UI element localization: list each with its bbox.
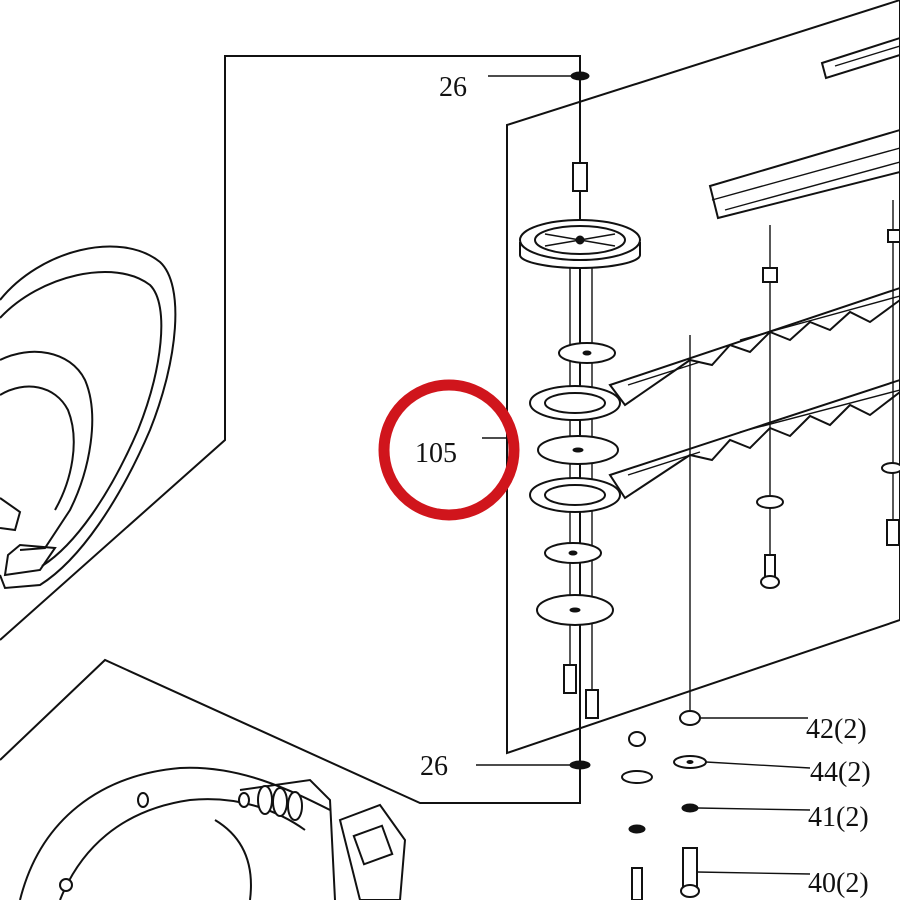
label-105: 105 (415, 438, 457, 469)
leader-lines (476, 75, 811, 875)
front-handle (19, 766, 407, 900)
label-40: 40(2) (808, 868, 869, 899)
cutter-blades (608, 286, 900, 500)
label-42: 42(2) (806, 714, 867, 745)
highlight-circle (378, 379, 520, 521)
label-41: 41(2) (808, 802, 869, 833)
label-26-bottom: 26 (420, 751, 448, 782)
gear-shaft-stack (519, 71, 641, 770)
right-bolts (689, 200, 900, 715)
rear-handle-guard (0, 245, 177, 590)
lower-hardware (621, 710, 707, 900)
blade-bars (708, 36, 900, 220)
label-26-top: 26 (439, 72, 467, 103)
label-44: 44(2) (810, 757, 871, 788)
frame-outline (0, 0, 900, 804)
